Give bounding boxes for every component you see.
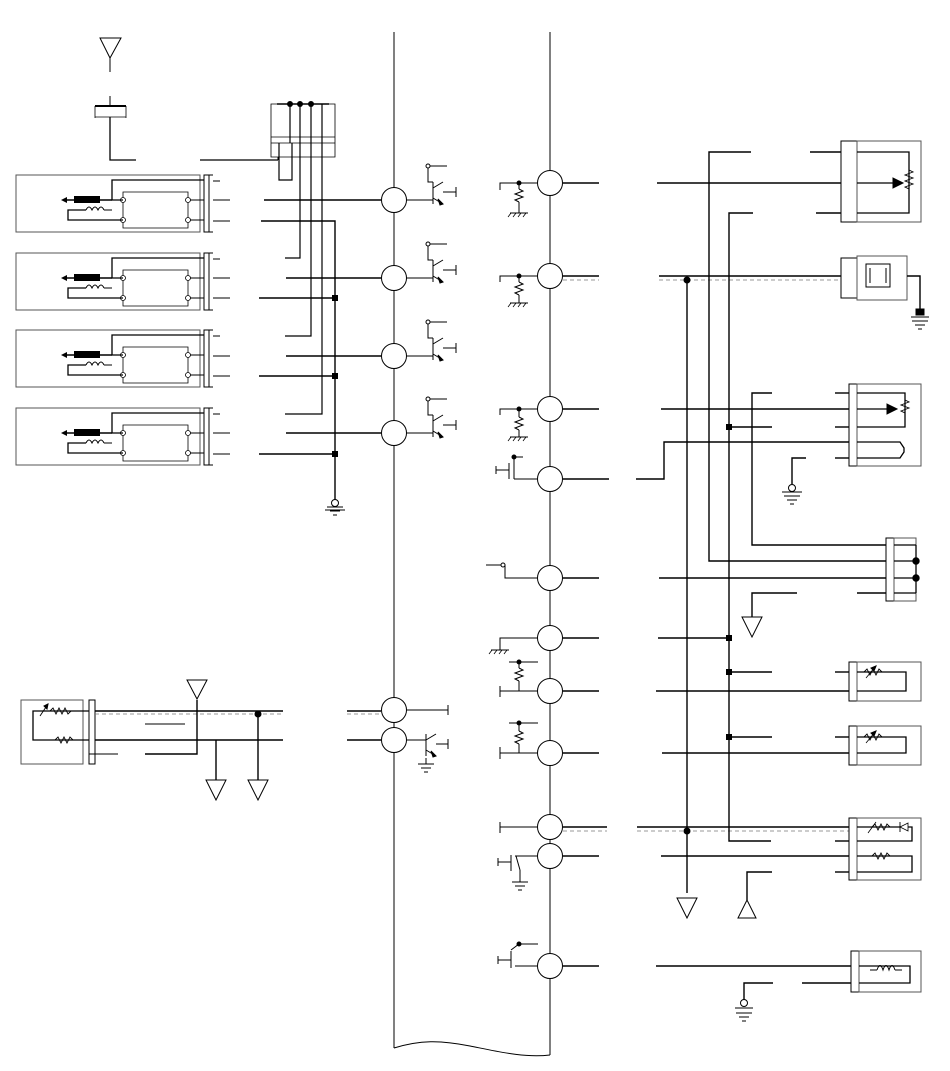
injector-2 bbox=[15, 252, 214, 311]
knock-sensor bbox=[841, 256, 929, 330]
coolant-temp-sensor bbox=[849, 662, 921, 701]
injector-junctions bbox=[332, 295, 338, 457]
splice-block bbox=[200, 101, 335, 160]
right-junctions bbox=[683, 276, 732, 835]
intake-air-temp-sensor bbox=[849, 726, 921, 765]
right-wiring bbox=[563, 152, 886, 1022]
ecm-body bbox=[394, 32, 550, 1056]
three-pin-connector bbox=[886, 538, 919, 601]
left-sensor-assembly bbox=[21, 680, 381, 800]
egr-position-sensor bbox=[849, 384, 921, 466]
ecm-internals-right bbox=[486, 181, 538, 968]
ecm-terminals-left bbox=[382, 188, 407, 753]
injector-4 bbox=[15, 407, 214, 466]
throttle-position-sensor bbox=[841, 141, 921, 222]
injector-3 bbox=[15, 329, 214, 388]
injector-wiring bbox=[213, 143, 381, 500]
ecm-drivers-left bbox=[406, 164, 456, 773]
ecm-terminals-right bbox=[538, 171, 563, 979]
oxygen-sensor bbox=[849, 818, 921, 880]
injector-1 bbox=[15, 174, 214, 233]
antenna-icon bbox=[95, 38, 136, 160]
ground-left-icon bbox=[325, 500, 345, 516]
solenoid-valve bbox=[851, 951, 921, 992]
